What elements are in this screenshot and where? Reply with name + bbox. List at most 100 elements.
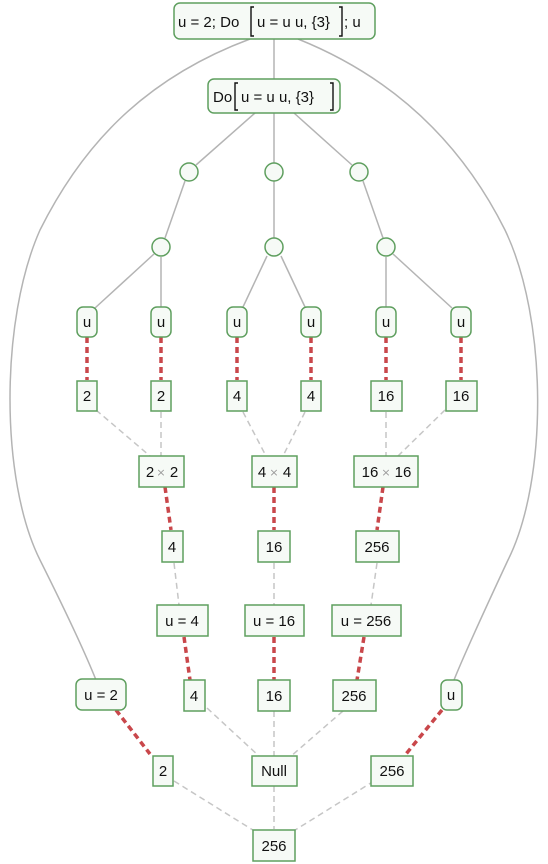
assignment-label: u = 4 bbox=[165, 613, 199, 630]
edge-g3-u6 bbox=[392, 253, 453, 309]
assignment-node-2: u = 16 bbox=[244, 604, 305, 637]
assignment-node-1: u = 4 bbox=[156, 604, 209, 637]
assignment-result-label: 4 bbox=[190, 688, 198, 705]
initial-assignment-label: u = 2 bbox=[84, 687, 118, 704]
times-node-3 bbox=[376, 237, 396, 257]
assign-final-u bbox=[404, 708, 444, 756]
u-leaf-label: u bbox=[307, 314, 315, 331]
edge-do-c1 bbox=[195, 112, 256, 166]
do-body: u = u u, {3} bbox=[241, 89, 314, 106]
tree-edges bbox=[9, 38, 539, 681]
assignment-node-3: u = 256 bbox=[331, 604, 402, 637]
compound-node-1 bbox=[179, 162, 199, 182]
assign-prod1 bbox=[163, 486, 173, 531]
u-leaf-5: u bbox=[375, 306, 397, 338]
assign-prod3 bbox=[375, 486, 385, 531]
u-leaf-label: u bbox=[83, 314, 91, 331]
eval-256-result bbox=[291, 780, 375, 833]
u-leaf-label: u bbox=[457, 314, 465, 331]
u-leaf-1: u bbox=[76, 306, 98, 338]
do-bracket-open bbox=[234, 82, 238, 111]
u-value-4: 4 bbox=[300, 380, 322, 412]
times-node-2 bbox=[264, 237, 284, 257]
times-sign: × bbox=[269, 466, 278, 479]
final-u-value-label: 256 bbox=[379, 763, 404, 780]
product-factor-a: 4 bbox=[258, 464, 266, 481]
eval-2-prod1 bbox=[95, 409, 151, 457]
final-u-node: u bbox=[440, 679, 463, 711]
root-node: u = 2; Do u = u u, {3} ; u bbox=[173, 2, 376, 40]
u-value-label: 4 bbox=[307, 388, 315, 405]
u-value-label: 2 bbox=[83, 388, 91, 405]
root-bracket-open bbox=[250, 6, 254, 37]
eval-r3-null bbox=[289, 710, 344, 758]
u-leaf-2: u bbox=[150, 306, 172, 338]
initial-value-node: 2 bbox=[152, 755, 174, 787]
compound-node-2 bbox=[264, 162, 284, 182]
edge-c1-g1 bbox=[164, 180, 186, 239]
null-node: Null bbox=[251, 755, 298, 787]
u-value-2: 2 bbox=[150, 380, 172, 412]
u-leaf-label: u bbox=[233, 314, 241, 331]
root-body: u = u u, {3} bbox=[257, 14, 330, 31]
u-value-1: 2 bbox=[76, 380, 98, 412]
root-suffix: ; u bbox=[344, 14, 361, 31]
compound-node-3 bbox=[349, 162, 369, 182]
product-node-3: 16 × 16 bbox=[353, 455, 419, 488]
u-value-3: 4 bbox=[226, 380, 248, 412]
u-leaf-3: u bbox=[226, 306, 248, 338]
product-factor-a: 16 bbox=[362, 464, 379, 481]
u-leaf-label: u bbox=[382, 314, 390, 331]
product-result-3: 256 bbox=[355, 530, 400, 563]
assign-set3 bbox=[355, 636, 366, 681]
edge-root-u2 bbox=[9, 38, 251, 681]
product-factor-a: 2 bbox=[146, 464, 154, 481]
do-bracket-close bbox=[330, 82, 334, 111]
assignment-label: u = 256 bbox=[341, 613, 391, 630]
product-factor-b: 16 bbox=[395, 464, 412, 481]
product-factor-b: 2 bbox=[170, 464, 178, 481]
final-u-value-node: 256 bbox=[370, 755, 414, 787]
assignment-result-label: 256 bbox=[341, 688, 366, 705]
product-result-label: 256 bbox=[364, 539, 389, 556]
edge-do-c3 bbox=[293, 112, 353, 166]
eval-2-result bbox=[173, 780, 257, 833]
u-leaf-label: u bbox=[157, 314, 165, 331]
assign-init bbox=[114, 708, 152, 756]
u-value-label: 4 bbox=[233, 388, 241, 405]
eval-edges bbox=[95, 409, 446, 833]
u-value-label: 16 bbox=[378, 388, 395, 405]
u-value-label: 16 bbox=[453, 388, 470, 405]
assignment-result-label: 16 bbox=[266, 688, 283, 705]
product-result-label: 4 bbox=[168, 539, 176, 556]
result-label: 256 bbox=[261, 838, 286, 855]
result-node: 256 bbox=[252, 829, 296, 862]
assign-set1 bbox=[182, 636, 192, 681]
edge-root-final-u bbox=[297, 38, 539, 681]
root-bracket-close bbox=[339, 6, 343, 37]
product-node-1: 2 × 2 bbox=[138, 455, 185, 488]
edge-g2-u3 bbox=[242, 255, 268, 308]
assignment-result-1: 4 bbox=[183, 679, 206, 712]
product-result-2: 16 bbox=[257, 530, 291, 563]
do-prefix: Do bbox=[213, 89, 232, 106]
assignment-label: u = 16 bbox=[253, 613, 295, 630]
nodes: u = 2; Do u = u u, {3} ; u Do u = u u, {… bbox=[75, 2, 478, 862]
assignment-result-2: 16 bbox=[257, 679, 291, 712]
product-result-label: 16 bbox=[266, 539, 283, 556]
times-sign: × bbox=[381, 466, 390, 479]
edge-g2-u4 bbox=[280, 255, 306, 308]
product-node-2: 4 × 4 bbox=[251, 455, 298, 488]
eval-16-prod3b bbox=[397, 409, 446, 457]
u-value-label: 2 bbox=[157, 388, 165, 405]
times-sign: × bbox=[156, 466, 165, 479]
assignment-result-3: 256 bbox=[332, 679, 377, 712]
product-factor-b: 4 bbox=[283, 464, 291, 481]
null-label: Null bbox=[261, 763, 287, 780]
root-prefix: u = 2; Do bbox=[178, 14, 239, 31]
u-leaf-6: u bbox=[450, 306, 472, 338]
u-value-5: 16 bbox=[370, 380, 403, 412]
assignment-edges bbox=[85, 337, 463, 756]
final-u-label: u bbox=[447, 687, 455, 704]
